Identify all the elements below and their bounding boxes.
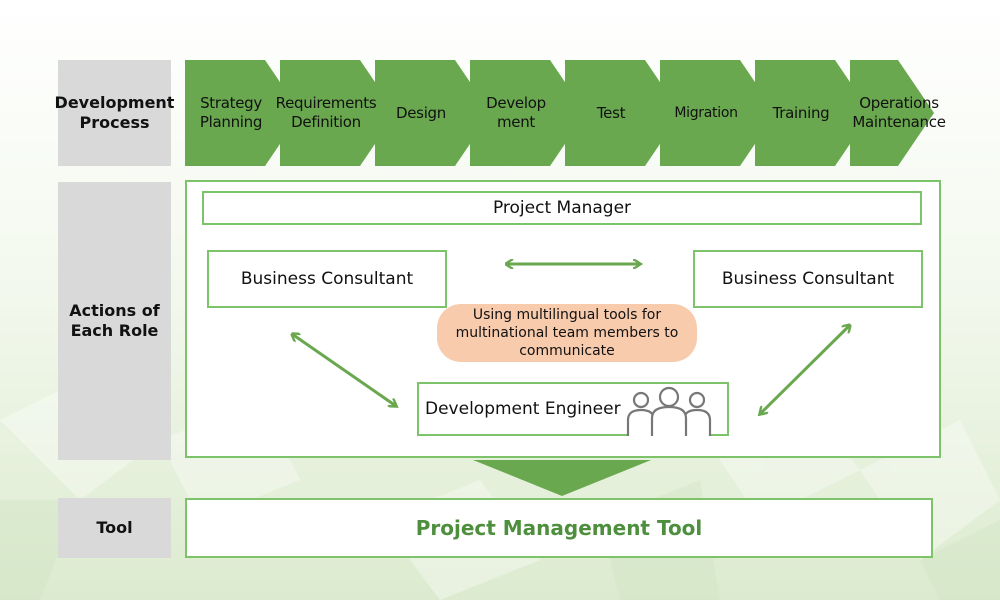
project-management-tool-label: Project Management Tool	[415, 516, 703, 540]
process-step-chevron	[755, 60, 871, 166]
process-step-label: Develop ment	[486, 94, 546, 131]
row-label-tool: Tool	[58, 498, 171, 558]
row-label-development-process: Development Process	[55, 60, 174, 166]
business-consultant-right-box: Business Consultant	[693, 250, 923, 308]
arrow-left-consultant-to-engineer	[292, 334, 396, 406]
business-consultant-left-label: Business Consultant	[240, 269, 414, 289]
process-step-chevron	[375, 60, 491, 166]
process-step-label: Operations Maintenance	[852, 94, 946, 131]
business-consultant-right-label: Business Consultant	[721, 269, 895, 289]
process-step-chevron	[470, 60, 586, 166]
process-step-label: Requirements Definition	[275, 94, 377, 131]
arrow-right-consultant-to-engineer	[760, 325, 850, 414]
business-consultant-left-box: Business Consultant	[207, 250, 447, 308]
process-step-label: Migration	[674, 104, 738, 121]
people-group-icon	[626, 386, 712, 436]
tool-panel	[185, 498, 933, 558]
process-step-label: Strategy Planning	[199, 94, 263, 131]
development-engineer-box: Development Engineer	[417, 382, 729, 436]
process-step-label: Design	[396, 103, 446, 122]
flow-down-arrow	[473, 460, 651, 496]
multilingual-note: Using multilingual tools for multination…	[437, 304, 697, 362]
process-step-chevron	[280, 60, 396, 166]
process-step-chevron	[565, 60, 681, 166]
project-manager-label: Project Manager	[492, 198, 632, 218]
row-label-actions-of-each-role: Actions of Each Role	[58, 182, 171, 460]
development-engineer-label: Development Engineer	[425, 399, 621, 419]
process-step-chevron	[660, 60, 776, 166]
process-step-chevron	[185, 60, 301, 166]
project-manager-box: Project Manager	[202, 191, 922, 225]
process-step-label: Training	[772, 103, 830, 122]
process-step-chevron	[850, 60, 934, 166]
process-step-label: Test	[596, 103, 626, 122]
